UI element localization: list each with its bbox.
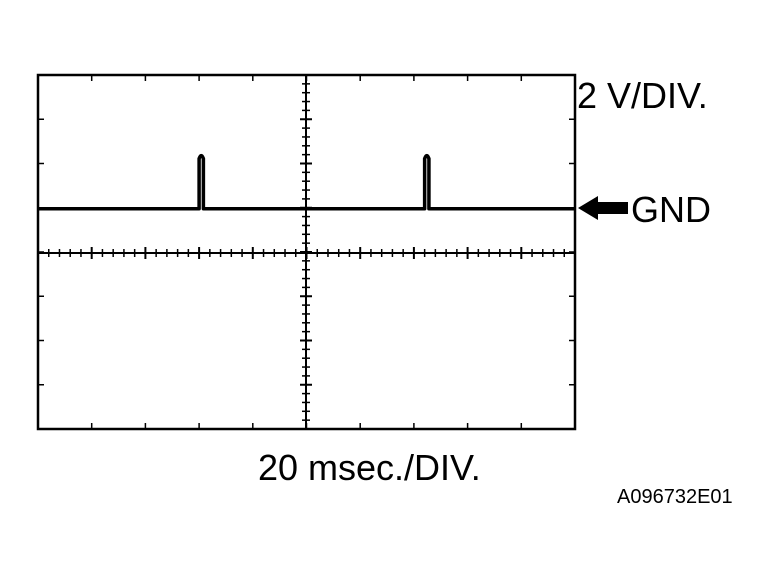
vertical-scale-label: 2 V/DIV. (577, 75, 708, 116)
horizontal-scale-label: 20 msec./DIV. (258, 447, 481, 488)
arrow-left-icon (578, 196, 628, 220)
waveform-trace (38, 153, 575, 211)
ground-label: GND (631, 189, 711, 230)
figure-id: A096732E01 (617, 486, 733, 508)
graticule-ticks (38, 75, 575, 429)
